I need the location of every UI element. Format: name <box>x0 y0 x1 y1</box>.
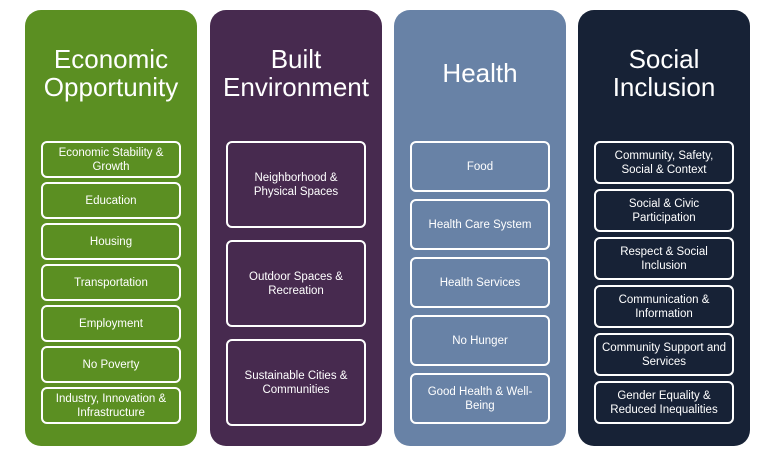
item-list: Food Health Care System Health Services … <box>410 141 550 431</box>
list-item: Community Support and Services <box>594 333 734 376</box>
list-item: Outdoor Spaces & Recreation <box>226 240 366 327</box>
item-list: Economic Stability & Growth Education Ho… <box>41 141 181 428</box>
list-item: Respect & Social Inclusion <box>594 237 734 280</box>
column-built-environment: Built Environment Neighborhood & Physica… <box>210 10 382 446</box>
list-item: No Hunger <box>410 315 550 366</box>
column-title: Economic Opportunity <box>43 44 179 102</box>
list-item: Housing <box>41 223 181 260</box>
list-item: Education <box>41 182 181 219</box>
list-item: Community, Safety, Social & Context <box>594 141 734 184</box>
column-economic-opportunity: Economic Opportunity Economic Stability … <box>25 10 197 446</box>
list-item: Neighborhood & Physical Spaces <box>226 141 366 228</box>
list-item: Food <box>410 141 550 192</box>
list-item: Economic Stability & Growth <box>41 141 181 178</box>
list-item: No Poverty <box>41 346 181 383</box>
list-item: Sustainable Cities & Communities <box>226 339 366 426</box>
list-item: Communication & Information <box>594 285 734 328</box>
column-title: Health <box>442 58 518 88</box>
list-item: Social & Civic Participation <box>594 189 734 232</box>
item-list: Neighborhood & Physical Spaces Outdoor S… <box>226 141 366 438</box>
column-title: Built Environment <box>223 44 369 102</box>
list-item: Gender Equality & Reduced Inequalities <box>594 381 734 424</box>
list-item: Good Health & Well-Being <box>410 373 550 424</box>
column-health: Health Food Health Care System Health Se… <box>394 10 566 446</box>
list-item: Industry, Innovation & Infrastructure <box>41 387 181 424</box>
list-item: Health Care System <box>410 199 550 250</box>
column-title: Social Inclusion <box>612 44 716 102</box>
item-list: Community, Safety, Social & Context Soci… <box>594 141 734 429</box>
list-item: Health Services <box>410 257 550 308</box>
column-social-inclusion: Social Inclusion Community, Safety, Soci… <box>578 10 750 446</box>
list-item: Transportation <box>41 264 181 301</box>
list-item: Employment <box>41 305 181 342</box>
